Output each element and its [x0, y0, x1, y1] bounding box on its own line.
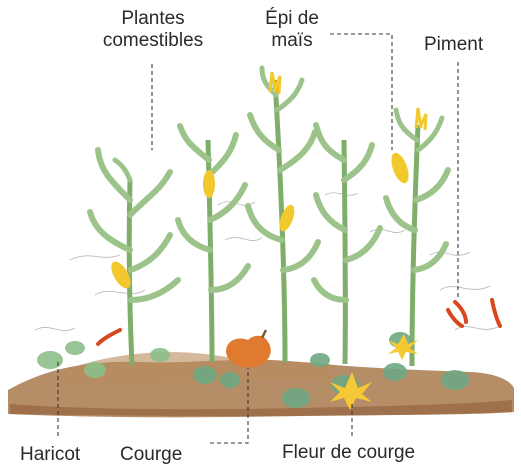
label-corn-ear: Épi de maïs — [252, 8, 332, 52]
label-edible-plants-line1: Plantes — [90, 8, 216, 30]
label-edible-plants-line2: comestibles — [90, 30, 216, 52]
chili-pepper — [98, 330, 120, 344]
corn-plant — [314, 125, 380, 364]
corn-plant — [90, 150, 178, 365]
corn-ear — [388, 151, 412, 186]
label-squash-flower: Fleur de courge — [282, 442, 415, 464]
label-chili: Piment — [424, 34, 483, 56]
corn-plant — [386, 110, 448, 366]
label-corn-ear-line2: maïs — [252, 30, 332, 52]
chili-pepper — [455, 302, 466, 322]
squash-fruit — [226, 336, 271, 368]
label-bean: Haricot — [20, 444, 80, 466]
corn-ear — [203, 170, 215, 198]
leader-line-corn-ear — [330, 34, 392, 150]
chili-pepper — [492, 300, 500, 326]
corn-tassel — [416, 108, 426, 130]
chili-pepper — [448, 310, 462, 326]
label-edible-plants: Plantes comestibles — [90, 8, 216, 52]
corn-tassel — [270, 72, 280, 94]
label-squash: Courge — [120, 444, 182, 466]
label-corn-ear-line1: Épi de — [252, 8, 332, 30]
corn-plant — [178, 126, 248, 362]
squash-stem — [262, 330, 266, 338]
